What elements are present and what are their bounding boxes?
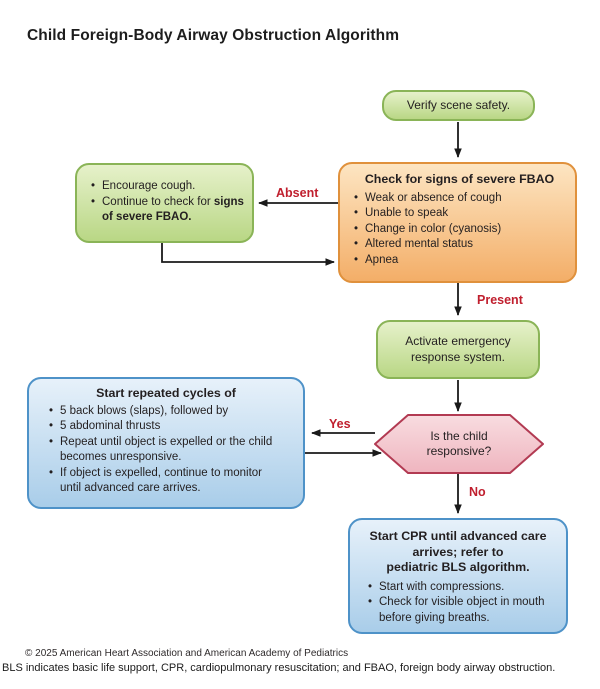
node-activate-emergency: Activate emergency response system. <box>376 320 540 379</box>
bullet-item: Apnea <box>354 253 565 269</box>
bullet-item: If object is expelled, continue to monit… <box>49 466 278 497</box>
encourage-continue-text: Continue to check for <box>102 195 211 208</box>
node-verify-scene-safety: Verify scene safety. <box>382 90 535 121</box>
node-cpr-title-line: arrives; refer to <box>412 544 504 559</box>
node-start-cpr: Start CPR until advanced care arrives; r… <box>348 518 568 634</box>
node-responsive-line: responsive? <box>426 444 492 458</box>
bullet-item: 5 abdominal thrusts <box>49 419 278 435</box>
bullet-item: Repeat until object is expelled or the c… <box>49 435 278 466</box>
bullet-item: Change in color (cyanosis) <box>354 222 565 238</box>
node-check-severe-fbao: Check for signs of severe FBAO Weak or a… <box>338 162 577 283</box>
bullet-item: Start with compressions. <box>368 580 553 596</box>
bullet-item: 5 back blows (slaps), followed by <box>49 404 278 420</box>
node-cpr-bullets: Start with compressions. Check for visib… <box>368 580 558 627</box>
node-encourage-cough: Encourage cough. Continue to check for s… <box>75 163 254 243</box>
bullet-item: Weak or absence of cough <box>354 191 565 207</box>
node-verify-text: Verify scene safety. <box>406 97 511 112</box>
edge-label-absent: Absent <box>276 186 319 200</box>
node-responsive-decision: Is the child responsive? <box>389 420 529 468</box>
bullet-item: Unable to speak <box>354 206 565 222</box>
node-cpr-title-line: Start CPR until advanced care <box>369 529 547 543</box>
node-cycles-title: Start repeated cycles of <box>96 386 236 400</box>
node-repeated-cycles: Start repeated cycles of 5 back blows (s… <box>27 377 305 509</box>
bullet-item: Check for visible object in mouth before… <box>368 595 553 626</box>
node-check-bullets: Weak or absence of cough Unable to speak… <box>354 191 565 269</box>
node-encourage-bullets: Encourage cough. Continue to check for s… <box>91 179 246 226</box>
node-responsive-line: Is the child <box>430 429 488 443</box>
bullet-item: Altered mental status <box>354 237 565 253</box>
page-title: Child Foreign-Body Airway Obstruction Al… <box>27 27 400 44</box>
node-cycles-bullets: 5 back blows (slaps), followed by 5 abdo… <box>49 404 293 497</box>
edge-label-no: No <box>469 485 486 499</box>
edge-label-present: Present <box>477 293 523 307</box>
edge-encourage-loop-to-check <box>161 242 335 266</box>
node-activate-line: response system. <box>410 349 506 364</box>
encourage-bold-text: signs of severe FBAO. <box>102 195 244 224</box>
node-cpr-title-line: pediatric BLS algorithm. <box>386 560 530 574</box>
bullet-item: Encourage cough. <box>91 179 254 195</box>
edge-label-yes: Yes <box>329 417 351 431</box>
node-activate-line: Activate emergency <box>405 334 511 348</box>
bullet-item: Continue to check for signs of severe FB… <box>91 195 254 226</box>
copyright-notice: © 2025 American Heart Association and Am… <box>25 648 349 659</box>
node-check-title: Check for signs of severe FBAO <box>364 172 555 186</box>
abbreviations-note: BLS indicates basic life support, CPR, c… <box>2 662 556 674</box>
